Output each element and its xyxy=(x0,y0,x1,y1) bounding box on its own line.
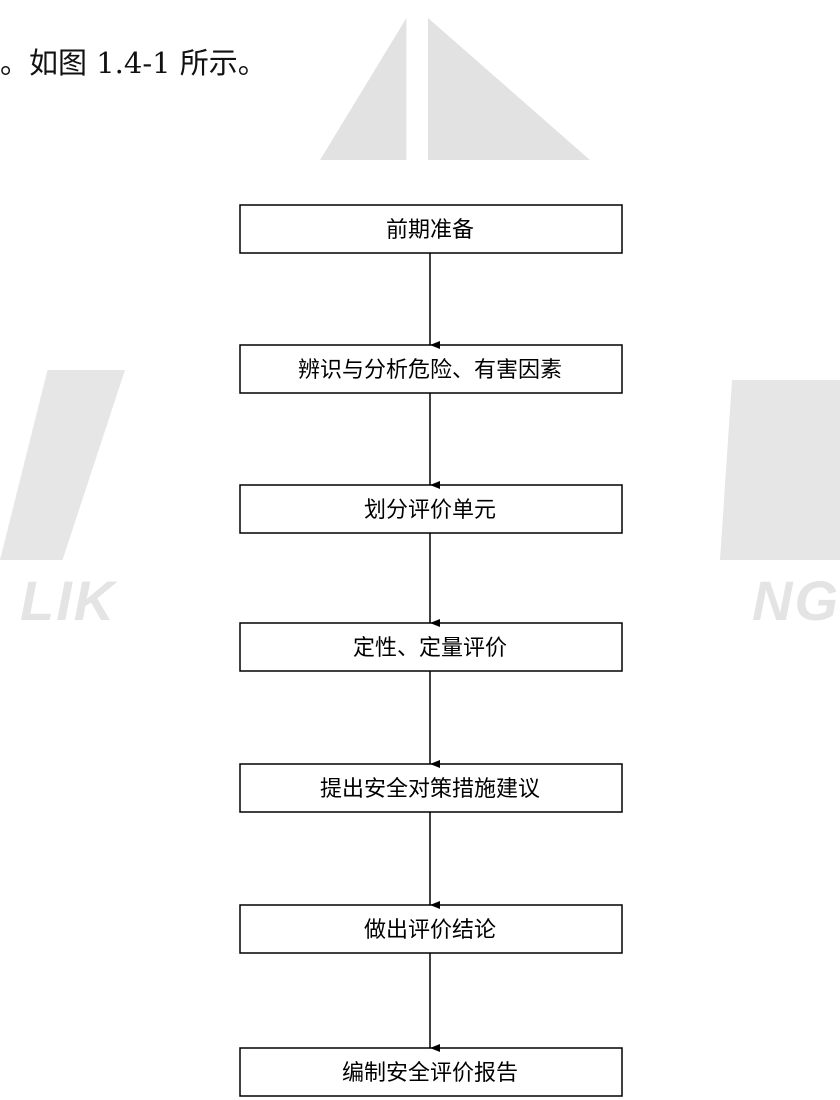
flow-step-box xyxy=(239,763,623,813)
flow-step-6: 做出评价结论 xyxy=(239,904,623,954)
flow-step-box xyxy=(239,622,623,672)
flow-step-label: 提出安全对策措施建议 xyxy=(320,777,540,802)
flow-step-5: 提出安全对策措施建议 xyxy=(239,763,623,813)
flow-step-1: 前期准备 xyxy=(239,204,623,254)
flow-step-4: 定性、定量评价 xyxy=(239,622,623,672)
intro-text: 。如图 1.4-1 所示。 xyxy=(0,46,267,80)
flow-step-3: 划分评价单元 xyxy=(239,484,623,534)
flow-step-2: 辨识与分析危险、有害因素 xyxy=(239,344,623,394)
flow-step-box xyxy=(239,204,623,254)
flow-step-label: 前期准备 xyxy=(386,218,474,243)
flow-step-label: 编制安全评价报告 xyxy=(342,1061,518,1086)
flow-step-label: 辨识与分析危险、有害因素 xyxy=(298,358,562,383)
flow-step-7: 编制安全评价报告 xyxy=(239,1047,623,1097)
flow-step-box xyxy=(239,1047,623,1097)
flow-step-label: 做出评价结论 xyxy=(364,918,496,943)
flow-step-label: 定性、定量评价 xyxy=(353,636,507,661)
flow-step-box xyxy=(239,904,623,954)
flow-step-label: 划分评价单元 xyxy=(364,498,496,523)
watermark-right-text: NG xyxy=(752,569,840,632)
watermark-left-text: LIK xyxy=(20,569,117,632)
